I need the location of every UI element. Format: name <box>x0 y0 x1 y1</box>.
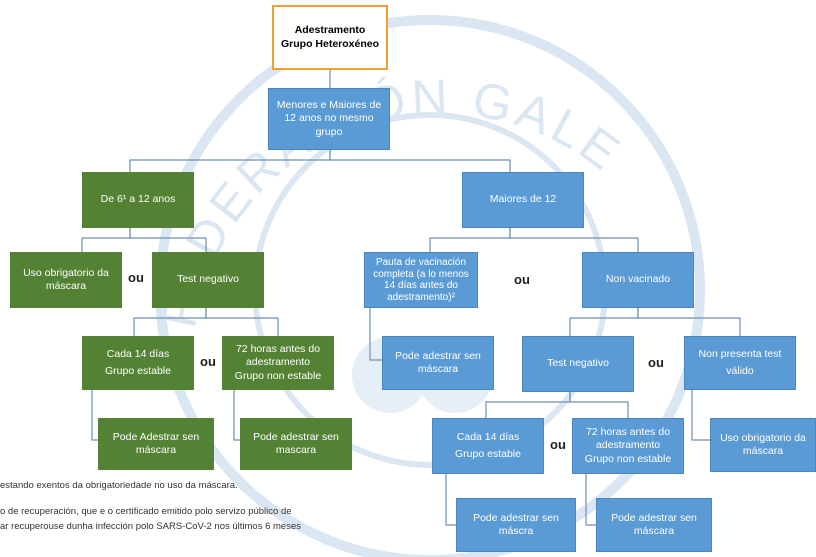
age-6-12-label: De 6¹ a 12 anos <box>100 193 176 206</box>
no-valid-test-line-2: válido <box>726 365 754 377</box>
h72-right-box: 72 horas antes do adestramento Grupo non… <box>572 418 684 474</box>
test-negative-left-box: Test negativo <box>152 252 264 308</box>
h72-left-box: 72 horas antes do adestramento Grupo non… <box>222 336 334 390</box>
no-valid-test-line-1: Non presenta test <box>698 347 782 360</box>
title-line-2: Grupo Heteroxéneo <box>280 37 380 50</box>
title-box: Adestramento Grupo Heteroxéneo <box>272 5 388 70</box>
no-mask-left-1-box: Pode Adestrar sen máscara <box>98 418 214 470</box>
test-negative-left-label: Test negativo <box>177 273 239 286</box>
stable-left-line-1: Cada 14 días <box>106 347 170 360</box>
test-negative-right-box: Test negativo <box>522 336 634 392</box>
no-mask-left-2-box: Pode adestrar sen mascara <box>240 418 352 470</box>
over-12-box: Maiores de 12 <box>462 172 584 228</box>
no-valid-test-box: Non presenta test válido <box>684 336 796 390</box>
h72-left-line-1: 72 horas antes do adestramento <box>235 343 321 369</box>
footnote-line-2: o de recuperación, que e o certificado e… <box>0 506 292 517</box>
mask-required-left-box: Uso obrigatorio da máscara <box>10 252 122 308</box>
stable-left-line-2: Grupo estable <box>105 365 171 377</box>
stable-right-line-2: Grupo estable <box>455 448 521 460</box>
no-mask-right-2-label: Pode adestrar sen máscara <box>611 511 697 537</box>
no-mask-right-1-label: Pode adestrar sen máscra <box>473 511 559 537</box>
test-negative-right-label: Test negativo <box>547 357 609 370</box>
vaccinated-box: Pauta de vacinación completa (a lo menos… <box>364 252 478 308</box>
mask-required-left-label: Uso obrigatorio da máscara <box>23 266 109 292</box>
footnote-line-3: ar recuperouse dunha infección polo SARS… <box>0 521 301 532</box>
or-label: ou <box>128 270 144 285</box>
mask-required-right-label: Uso obrigatorio da máscara <box>720 431 806 457</box>
vaccinated-no-mask-label: Pode adestrar sen máscara <box>395 349 481 375</box>
vaccinated-no-mask-box: Pode adestrar sen máscara <box>382 336 494 390</box>
title-line-1: Adestramento <box>294 24 366 37</box>
or-label: ou <box>648 355 664 370</box>
stable-group-right-box: Cada 14 días Grupo estable <box>432 418 544 474</box>
or-label: ou <box>550 437 566 452</box>
no-mask-right-2-box: Pode adestrar sen máscara <box>596 498 712 552</box>
stable-group-left-box: Cada 14 días Grupo estable <box>82 336 194 390</box>
mixed-group-label: Menores e Maiores de 12 anos no mesmo gr… <box>276 99 382 138</box>
no-mask-left-1-label: Pode Adestrar sen máscara <box>112 430 200 456</box>
not-vaccinated-label: Non vacinado <box>605 273 671 286</box>
stable-right-line-1: Cada 14 días <box>456 430 520 443</box>
mixed-group-box: Menores e Maiores de 12 anos no mesmo gr… <box>268 88 390 150</box>
mask-required-right-box: Uso obrigatorio da máscara <box>710 418 816 472</box>
h72-right-line-2: Grupo non estable <box>584 452 672 465</box>
h72-left-line-2: Grupo non estable <box>234 369 322 382</box>
vaccinated-label: Pauta de vacinación completa (a lo menos… <box>373 257 469 303</box>
or-label: ou <box>200 354 216 369</box>
or-label: ou <box>514 272 530 287</box>
no-mask-left-2-label: Pode adestrar sen mascara <box>253 430 339 456</box>
not-vaccinated-box: Non vacinado <box>582 252 694 308</box>
no-mask-right-1-box: Pode adestrar sen máscra <box>456 498 576 552</box>
footnote-line-1: estando exentos da obrigatoriedade no us… <box>0 480 238 491</box>
h72-right-line-1: 72 horas antes do adestramento <box>585 426 671 452</box>
over-12-label: Maiores de 12 <box>489 193 557 206</box>
age-6-12-box: De 6¹ a 12 anos <box>82 172 194 228</box>
